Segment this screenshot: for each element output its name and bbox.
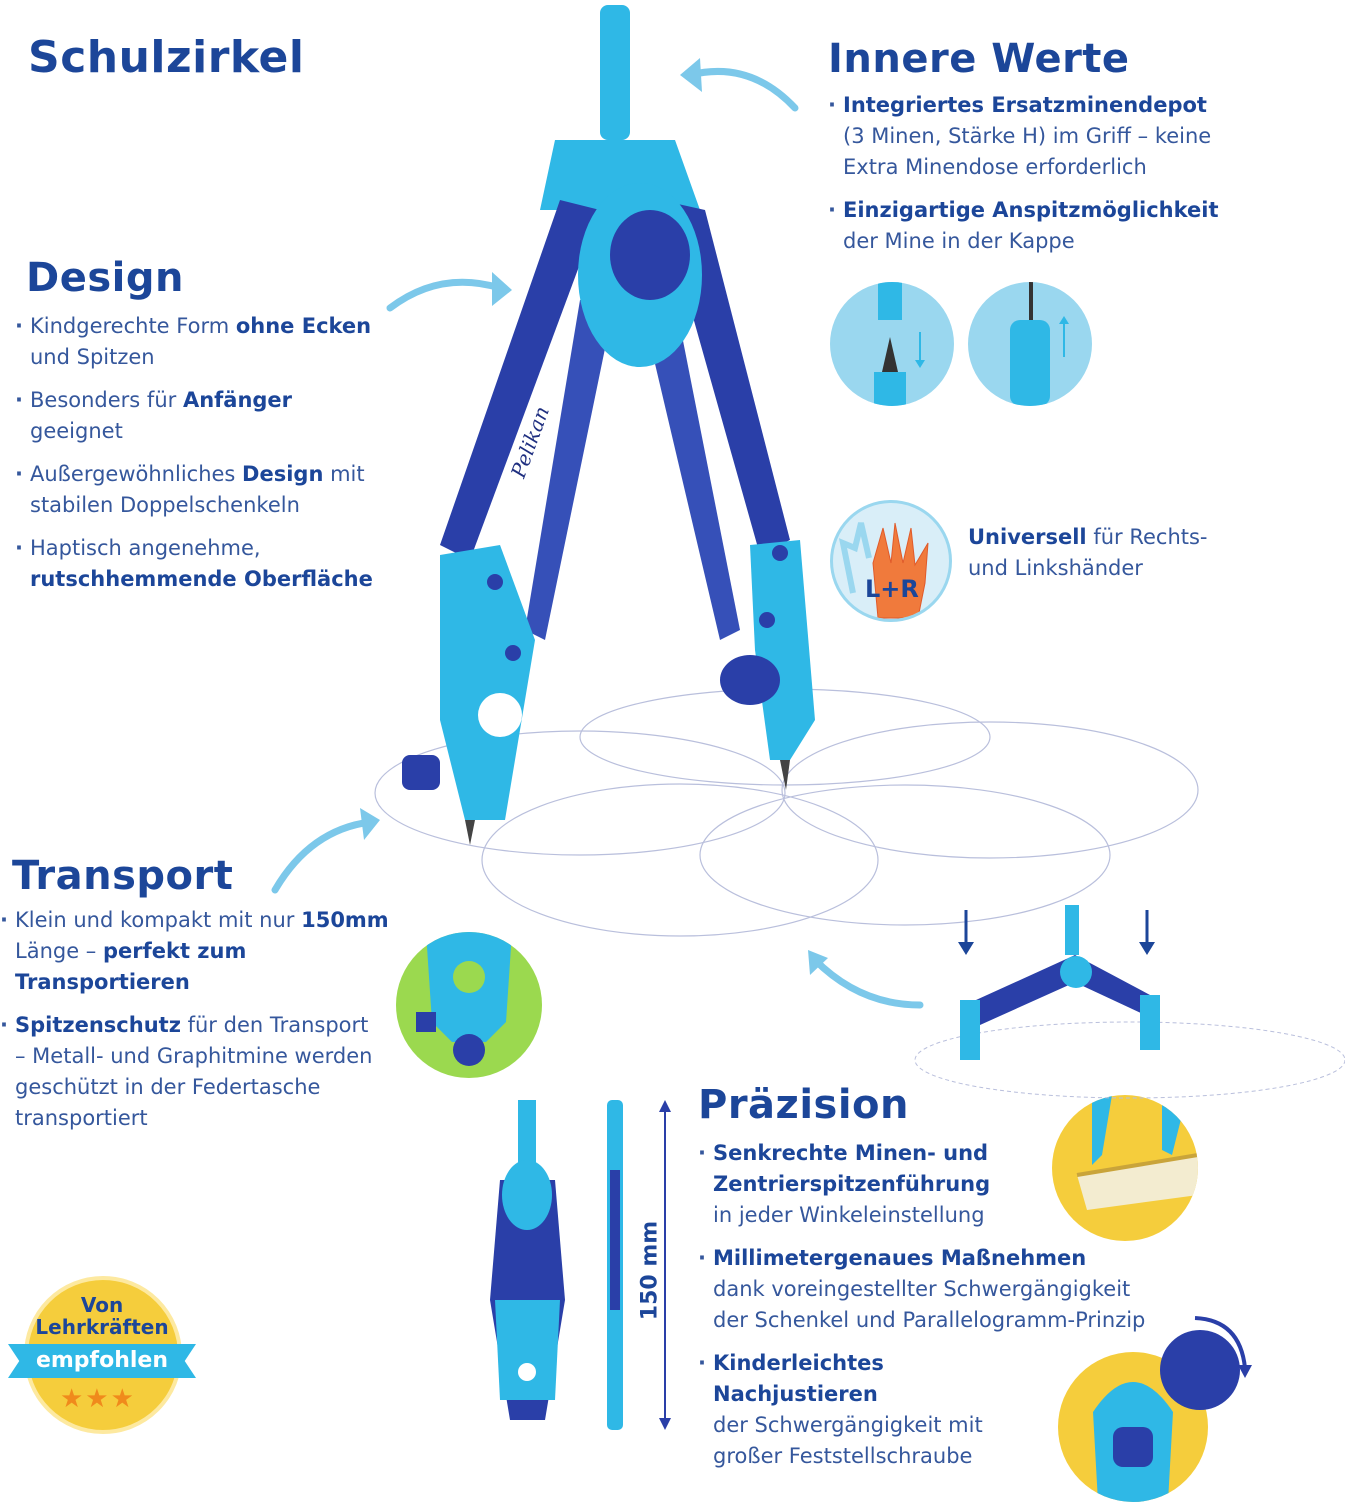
ruler-measure-image bbox=[1052, 1095, 1198, 1241]
brand-logo-text: Pelikan bbox=[506, 403, 554, 481]
bullet-text: (3 Minen, Stärke H) im Griff – keine Ext… bbox=[843, 124, 1212, 179]
badge-line2: Lehrkräften bbox=[35, 1315, 169, 1339]
bullet-text: und Spitzen bbox=[30, 345, 155, 369]
bullet-text: dank voreingestellter Schwergängigkeit d… bbox=[713, 1277, 1146, 1332]
transport-heading: Transport bbox=[12, 853, 234, 899]
bullet-text: in jeder Winkeleinstellung bbox=[713, 1203, 985, 1227]
list-item: Besonders für Anfänger geeignet bbox=[15, 385, 385, 447]
badge-ribbon: empfohlen bbox=[8, 1344, 196, 1378]
universal-text: Universell für Rechts- und Linkshänder bbox=[968, 522, 1228, 584]
badge-line1: Von bbox=[80, 1293, 124, 1317]
hands-icon: L+R bbox=[830, 500, 952, 622]
drawn-circles bbox=[374, 688, 1199, 937]
dimension-label: 150 mm bbox=[637, 1220, 663, 1321]
refill-depot-image bbox=[830, 282, 954, 406]
compass bbox=[402, 5, 815, 845]
bullet-text: Länge – bbox=[15, 939, 103, 963]
rotate-arrow-icon bbox=[1194, 1316, 1252, 1378]
list-item: Kinderleichtes Nachjustieren der Schwergä… bbox=[698, 1348, 1043, 1472]
section-transport: Transport Klein und kompakt mit nur 150m… bbox=[0, 853, 395, 1146]
bullet-text: Kindgerechte Form bbox=[30, 314, 236, 338]
screw-detail-icon bbox=[1160, 1330, 1240, 1410]
list-item: Haptisch angenehme, rutschhemmende Oberf… bbox=[15, 533, 385, 595]
list-item: Spitzenschutz für den Transport – Metall… bbox=[0, 1010, 375, 1134]
bullet-bold: Anfänger bbox=[182, 388, 293, 412]
bullet-bold: Integriertes Ersatzminendepot bbox=[843, 93, 1207, 117]
bullet-text: der Schwergängigkeit mit großer Feststel… bbox=[713, 1413, 983, 1468]
universal-bold: Universell bbox=[968, 525, 1087, 549]
list-item: Einzigartige Anspitzmöglichkeit der Mine … bbox=[828, 195, 1228, 257]
design-heading: Design bbox=[26, 255, 184, 301]
bullet-bold: Senkrechte Minen- und Zentrierspitzenfüh… bbox=[713, 1141, 991, 1196]
page-title: Schulzirkel bbox=[28, 32, 305, 83]
list-item: Millimetergenaues Maßnehmen dank voreinge… bbox=[698, 1243, 1158, 1336]
bullet-text: der Mine in der Kappe bbox=[843, 229, 1075, 253]
section-design: Design Kindgerechte Form ohne Ecken und … bbox=[15, 255, 385, 607]
praezision-heading: Präzision bbox=[698, 1082, 910, 1128]
bullet-text: mit stabilen Doppelschenkeln bbox=[30, 462, 365, 517]
bullet-bold: rutschhemmende Oberfläche bbox=[30, 567, 373, 591]
stars-icon: ★★★ bbox=[60, 1384, 136, 1414]
bullet-bold: ohne Ecken bbox=[235, 314, 372, 338]
adjust-screw-image bbox=[1058, 1352, 1208, 1502]
point-protection-image bbox=[396, 932, 542, 1078]
section-innere-werte: Innere Werte Integriertes Ersatzminendep… bbox=[828, 36, 1228, 269]
list-item: Klein und kompakt mit nur 150mm Länge – … bbox=[0, 905, 395, 998]
innere-werte-heading: Innere Werte bbox=[828, 36, 1130, 82]
bullet-bold: Design bbox=[242, 462, 324, 486]
list-item: Integriertes Ersatzminendepot (3 Minen, S… bbox=[828, 90, 1228, 183]
bullet-text: für den Transport – Metall- und Graphitm… bbox=[15, 1013, 373, 1130]
sharpener-cap-image bbox=[968, 282, 1092, 406]
bullet-bold: Millimetergenaues Maßnehmen bbox=[713, 1246, 1087, 1270]
bullet-bold: perfekt zum Transportieren bbox=[15, 939, 247, 994]
section-praezision: Präzision Senkrechte Minen- und Zentrier… bbox=[698, 1082, 1158, 1484]
bullet-text: Klein und kompakt mit nur bbox=[15, 908, 302, 932]
bullet-bold: Einzigartige Anspitzmöglichkeit bbox=[843, 198, 1219, 222]
bullet-bold: Spitzenschutz bbox=[15, 1013, 181, 1037]
bullet-bold: 150mm bbox=[301, 908, 389, 932]
list-item: Kindgerechte Form ohne Ecken und Spitzen bbox=[15, 311, 385, 373]
hand-badge-label: L+R bbox=[865, 575, 919, 603]
bullet-text: Außergewöhnliches bbox=[30, 462, 243, 486]
universal-rest: für Rechts- und Linkshänder bbox=[968, 525, 1208, 580]
recommended-badge: Von Lehrkräften empfohlen ★★★ bbox=[8, 1276, 196, 1446]
list-item: Senkrechte Minen- und Zentrierspitzenfüh… bbox=[698, 1138, 1033, 1231]
bullet-text: Besonders für bbox=[30, 388, 183, 412]
bullet-text: geeignet bbox=[30, 419, 123, 443]
bullet-bold: Kinderleichtes Nachjustieren bbox=[713, 1351, 884, 1406]
list-item: Außergewöhnliches Design mit stabilen Do… bbox=[15, 459, 385, 521]
bullet-text: Haptisch angenehme, bbox=[30, 536, 261, 560]
